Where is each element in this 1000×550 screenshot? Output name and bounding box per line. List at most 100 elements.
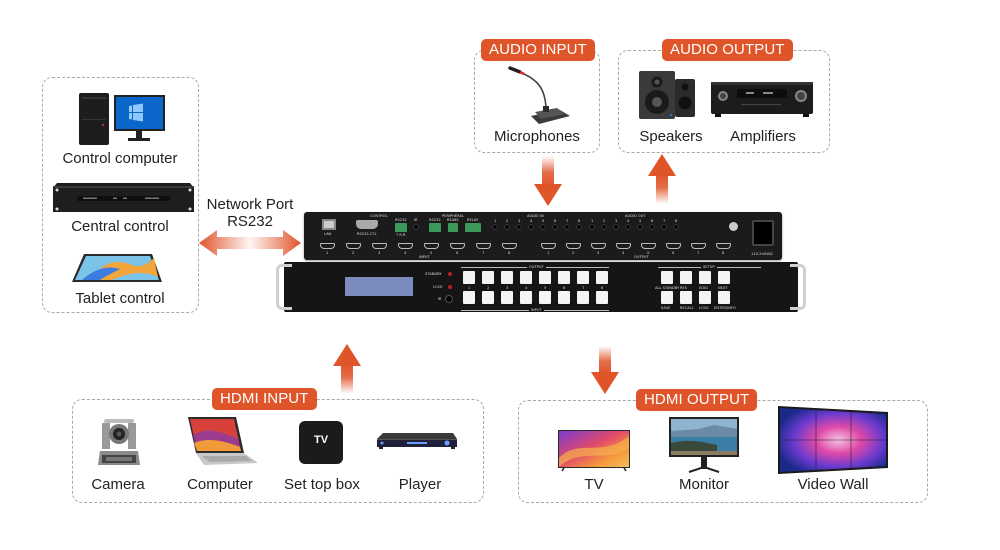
hdmi-output-port[interactable]: [591, 243, 606, 249]
rs232-2-terminal[interactable]: [429, 223, 441, 232]
hdmi-output-port[interactable]: [691, 243, 706, 249]
audio-out-jack[interactable]: [674, 225, 678, 229]
input-button-1[interactable]: [463, 291, 475, 304]
hdmi-input-port[interactable]: [424, 243, 439, 249]
hdmi-input-port[interactable]: [320, 243, 335, 249]
setup-button-res[interactable]: [680, 271, 692, 284]
button-number: 6: [563, 286, 566, 290]
relay-terminal[interactable]: [465, 223, 481, 232]
central-control-unit-icon: [53, 181, 194, 214]
button-number: 7: [582, 286, 585, 290]
hdmi-output-port[interactable]: [666, 243, 681, 249]
ir-port[interactable]: [414, 225, 418, 229]
input-button-6[interactable]: [558, 291, 570, 304]
lan-port[interactable]: [322, 219, 336, 230]
input-button-8[interactable]: [596, 291, 608, 304]
output-button-5[interactable]: [539, 271, 551, 284]
audio-in-jack[interactable]: [505, 225, 509, 229]
setup-button-label: ALL STANDBY: [655, 286, 680, 290]
audio-out-jack[interactable]: [650, 225, 654, 229]
hdmi-input-port[interactable]: [476, 243, 491, 249]
set-top-box-glyph: TV: [313, 434, 329, 446]
output-button-6[interactable]: [558, 271, 570, 284]
output-button-2[interactable]: [482, 271, 494, 284]
hdmi-output-port[interactable]: [566, 243, 581, 249]
amplifiers-label: Amplifiers: [730, 128, 796, 145]
rs232-terminal[interactable]: [395, 223, 407, 232]
input-button-2[interactable]: [482, 291, 494, 304]
hdmi-input-port[interactable]: [450, 243, 465, 249]
input-button-5[interactable]: [539, 291, 551, 304]
setup-button-save[interactable]: [661, 291, 673, 304]
hdmi-input-number: 1: [326, 251, 329, 255]
output-button-1[interactable]: [463, 271, 475, 284]
audio-in-jack[interactable]: [577, 225, 581, 229]
setup-button-enter-info[interactable]: [718, 291, 730, 304]
rs485-label: RS485: [447, 218, 459, 222]
audio-in-number: 4: [530, 219, 533, 223]
audio-out-jack[interactable]: [638, 225, 642, 229]
setup-button-label: LOCK: [699, 306, 709, 310]
hdmi-output-port[interactable]: [616, 243, 631, 249]
audio-input-tag: AUDIO INPUT: [481, 39, 595, 61]
input-button-7[interactable]: [577, 291, 589, 304]
control-group: [42, 77, 199, 313]
audio-out-jack[interactable]: [602, 225, 606, 229]
computer-label: Computer: [187, 476, 253, 493]
output-button-4[interactable]: [520, 271, 532, 284]
hdmi-output-number: 3: [597, 251, 600, 255]
ir-label: IR: [438, 297, 442, 301]
audio-in-jack[interactable]: [553, 225, 557, 229]
audio-out-jack[interactable]: [614, 225, 618, 229]
audio-output-tag: AUDIO OUTPUT: [662, 39, 793, 61]
audio-out-jack[interactable]: [662, 225, 666, 229]
bidirectional-arrow-icon: [199, 230, 301, 256]
monitor-icon: [669, 417, 739, 473]
setup-button-lock[interactable]: [699, 291, 711, 304]
hdmi-input-port[interactable]: [372, 243, 387, 249]
output-button-3[interactable]: [501, 271, 513, 284]
button-number: 1: [468, 286, 471, 290]
audio-in-jack[interactable]: [517, 225, 521, 229]
rs232-ctl-label: RS232-CTL: [357, 232, 377, 236]
audio-in-jack[interactable]: [493, 225, 497, 229]
audio-in-jack[interactable]: [565, 225, 569, 229]
audio-in-label: AUDIO IN: [527, 214, 544, 218]
audio-out-jack[interactable]: [590, 225, 594, 229]
setup-button-label: NEXT: [718, 286, 728, 290]
hdmi-input-port[interactable]: [346, 243, 361, 249]
input-button-4[interactable]: [520, 291, 532, 304]
hdmi-input-port[interactable]: [502, 243, 517, 249]
hdmi-output-tag: HDMI OUTPUT: [636, 389, 758, 411]
rack-handle-right: [790, 264, 806, 310]
audio-in-jack[interactable]: [541, 225, 545, 229]
network-port-label: Network Port: [206, 196, 294, 213]
setup-button-all-standby[interactable]: [661, 271, 673, 284]
audio-in-number: 6: [554, 219, 557, 223]
hdmi-input-number: 3: [378, 251, 381, 255]
power-socket[interactable]: [752, 220, 774, 246]
rs485-terminal[interactable]: [448, 223, 458, 232]
audio-out-jack[interactable]: [626, 225, 630, 229]
audio-in-number: 3: [518, 219, 521, 223]
output-button-7[interactable]: [577, 271, 589, 284]
ir-sensor: [446, 296, 452, 302]
rs232-ctl-port[interactable]: [356, 220, 378, 229]
setup-button-recall[interactable]: [680, 291, 692, 304]
camera-label: Camera: [91, 476, 145, 493]
audio-out-number: 2: [603, 219, 606, 223]
setup-button-next[interactable]: [718, 271, 730, 284]
hdmi-output-port[interactable]: [641, 243, 656, 249]
hdmi-output-port[interactable]: [541, 243, 556, 249]
audio-out-number: 8: [675, 219, 678, 223]
hdmi-input-port[interactable]: [398, 243, 413, 249]
setup-button-edid[interactable]: [699, 271, 711, 284]
audio-in-jack[interactable]: [529, 225, 533, 229]
setup-label: SETUP: [701, 265, 717, 269]
setup-button-label: RECALL: [680, 306, 694, 310]
control-label: CONTROL: [370, 214, 388, 218]
hdmi-output-port[interactable]: [716, 243, 731, 249]
input-button-3[interactable]: [501, 291, 513, 304]
audio-out-number: 3: [615, 219, 618, 223]
output-button-8[interactable]: [596, 271, 608, 284]
